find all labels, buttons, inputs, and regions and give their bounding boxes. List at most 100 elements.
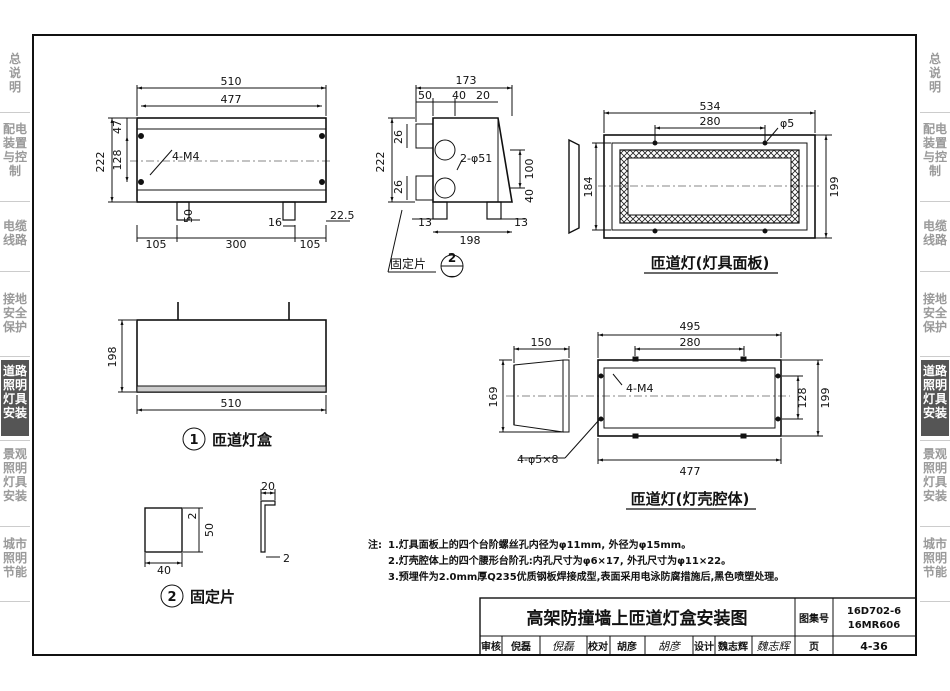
dim-280: 280 <box>700 115 721 128</box>
dim-20: 20 <box>476 89 490 102</box>
notes: 注: 1.灯具面板上的四个台阶螺丝孔内径为φ11mm, 外径为φ15mm。 2.… <box>368 538 784 583</box>
dim-199b: 199 <box>819 388 832 409</box>
side-tab-separator <box>0 601 30 602</box>
side-tab-separator <box>920 112 950 113</box>
side-tab-line: 安全 <box>922 306 947 320</box>
label-bracket: 固定片 <box>390 256 426 271</box>
dim-184: 184 <box>582 177 595 198</box>
side-tab-line: 与控 <box>922 150 947 164</box>
side-tab-left-4[interactable]: 道路照明灯具安装 <box>1 360 29 436</box>
side-tab-line: 景观 <box>2 447 27 461</box>
side-tab-separator <box>0 356 30 357</box>
panel-front-dims: 534 280 φ5 184 199 匝道灯(灯具面板) <box>582 100 841 272</box>
side-tab-left-2[interactable]: 电缆线路 <box>1 215 29 267</box>
ref-num: 2 <box>448 251 456 265</box>
side-tab-line: 城市 <box>922 537 947 551</box>
side-tab-left-0[interactable]: 总说明 <box>1 48 29 108</box>
side-tab-right-0[interactable]: 总说明 <box>921 48 949 108</box>
shell-dims: 495 280 150 169 4-M4 128 199 4-φ5×8 477 … <box>487 320 832 508</box>
dim-13-left: 13 <box>418 216 432 229</box>
side-tab-left-5[interactable]: 景观照明灯具安装 <box>1 443 29 522</box>
side-tab-line: 保护 <box>922 320 947 334</box>
reviewer: 倪磊 <box>511 640 531 653</box>
bracket-dims: 40 2 50 20 2 2 固定片 <box>157 480 290 606</box>
side-tab-line: 安装 <box>2 489 27 503</box>
side-tab-left-1[interactable]: 配电装置与控制 <box>1 118 29 197</box>
dim-222: 222 <box>94 152 107 173</box>
side-tab-line: 明 <box>928 80 941 94</box>
review-label: 审核 <box>481 640 501 653</box>
dim-510: 510 <box>221 75 242 88</box>
side-tab-line: 装置 <box>922 136 947 150</box>
side-tab-line: 道路 <box>2 364 27 378</box>
side-tab-line: 景观 <box>922 447 947 461</box>
caption-num-1: 1 <box>189 433 198 448</box>
panel-front-view <box>568 110 832 239</box>
side-tab-line: 照明 <box>2 461 27 475</box>
dim-26-bottom: 26 <box>392 180 405 194</box>
side-tab-line: 配电 <box>2 122 27 136</box>
side-tab-right-6[interactable]: 城市照明节能 <box>921 533 949 597</box>
side-tab-line: 明 <box>8 80 21 94</box>
side-tab-line: 灯具 <box>922 392 947 406</box>
sheet-border <box>32 34 917 656</box>
checker: 胡彦 <box>617 640 637 653</box>
dim-22-5: 22.5 <box>330 209 355 222</box>
atlas-label: 图集号 <box>799 612 829 625</box>
side-tab-separator <box>920 271 950 272</box>
shell-view <box>499 332 823 464</box>
dim-26-top: 26 <box>392 130 405 144</box>
box-bottom-dims: 198 510 1 匝道灯盒 <box>106 347 273 450</box>
side-tab-line: 与控 <box>2 150 27 164</box>
side-tab-right-5[interactable]: 景观照明灯具安装 <box>921 443 949 522</box>
dim-50c: 50 <box>203 523 216 537</box>
side-tab-right-4[interactable]: 道路照明灯具安装 <box>921 360 949 436</box>
dim-16: 16 <box>268 216 282 229</box>
side-tab-right-3[interactable]: 接地安全保护 <box>921 288 949 352</box>
note-3: 3.预埋件为2.0mm厚Q235优质钢板焊接成型,表面采用电泳防腐措施后,黑色喷… <box>388 570 784 583</box>
side-tab-line: 说 <box>8 66 21 80</box>
dim-20b: 20 <box>261 480 275 493</box>
side-tab-line: 保护 <box>2 320 27 334</box>
side-tab-line: 灯具 <box>922 475 947 489</box>
side-tab-separator <box>920 526 950 527</box>
side-tab-right-1[interactable]: 配电装置与控制 <box>921 118 949 197</box>
dim-2a: 2 <box>186 513 199 520</box>
side-tab-left-3[interactable]: 接地安全保护 <box>1 288 29 352</box>
dim-40b: 40 <box>523 189 536 203</box>
side-tab-separator <box>920 356 950 357</box>
designer: 魏志辉 <box>717 640 748 653</box>
caption-shell: 匝道灯(灯壳腔体) <box>631 490 750 508</box>
dim-534: 534 <box>700 100 721 113</box>
side-tab-line: 接地 <box>2 292 27 306</box>
side-tab-line: 总 <box>928 52 941 66</box>
side-tab-line: 照明 <box>922 378 947 392</box>
side-tab-line: 照明 <box>2 551 27 565</box>
reviewer-signature: 倪磊 <box>552 640 576 653</box>
dim-150: 150 <box>531 336 552 349</box>
ref-sub: — <box>447 271 457 282</box>
box-bottom-view <box>118 302 327 451</box>
side-tab-line: 电缆 <box>922 219 947 233</box>
side-tab-left-6[interactable]: 城市照明节能 <box>1 533 29 597</box>
side-tab-line: 说 <box>928 66 941 80</box>
caption-bracket: 固定片 <box>190 588 235 606</box>
checker-signature: 胡彦 <box>658 640 681 653</box>
atlas-no-2: 16MR606 <box>848 620 900 631</box>
notes-prefix: 注: <box>368 538 382 551</box>
dim-105-right: 105 <box>300 238 321 251</box>
side-tab-line: 制 <box>928 164 941 178</box>
check-label: 校对 <box>588 640 608 653</box>
bracket-view <box>144 489 280 608</box>
box-front-view <box>108 85 350 242</box>
dim-2b: 2 <box>283 552 290 565</box>
side-tab-right-2[interactable]: 电缆线路 <box>921 215 949 267</box>
dim-477b: 477 <box>680 465 701 478</box>
dim-50: 50 <box>182 209 195 223</box>
side-tab-line: 照明 <box>922 461 947 475</box>
side-tab-line: 总 <box>8 52 21 66</box>
label-holes: 2-φ51 <box>460 152 492 165</box>
side-tab-line: 线路 <box>922 233 947 247</box>
caption-num-2: 2 <box>167 590 176 605</box>
dim-173: 173 <box>456 74 477 87</box>
